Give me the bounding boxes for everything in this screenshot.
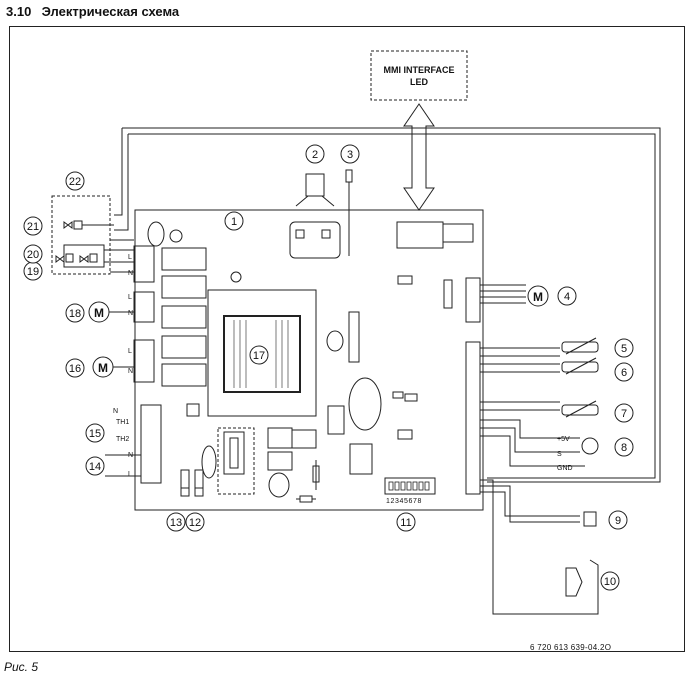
section-heading: 3.10 Электрическая схема [6, 4, 179, 19]
callout-6: 6 [621, 367, 627, 379]
callout-11: 11 [400, 517, 411, 529]
callout-7: 7 [621, 408, 627, 420]
callout-22: 22 [69, 176, 81, 188]
label-L-power: L [128, 471, 132, 478]
terminal-block-mains [140, 404, 162, 484]
label-N-fan: N [128, 368, 133, 375]
transformer-core [223, 315, 301, 393]
connector-valve [133, 245, 155, 283]
label-N-mains: N [113, 408, 118, 415]
cable-left-outer [114, 128, 123, 216]
cable-left-inner [114, 134, 129, 231]
connector-fan [133, 339, 155, 383]
motor-16-label: M [98, 361, 108, 375]
label-N-pump: N [128, 310, 133, 317]
label-TH1: TH1 [116, 419, 129, 426]
label-TH2: TH2 [116, 436, 129, 443]
section-title: Электрическая схема [41, 4, 180, 19]
diagram-frame [9, 26, 685, 652]
component-box [327, 405, 345, 435]
label-L-fan: L [128, 348, 132, 355]
dip-switch [384, 477, 436, 495]
motor-4-label: M [533, 290, 543, 304]
label-L-pump: L [128, 294, 132, 301]
callout-8: 8 [621, 442, 627, 454]
electrolytic-cap [348, 377, 382, 431]
test-point [230, 271, 242, 283]
callout-2: 2 [312, 149, 318, 161]
electrode-3 [345, 169, 353, 183]
capacitor-1 [147, 221, 165, 247]
label-plus5v: +5V [557, 436, 570, 443]
callout-12: 12 [189, 517, 201, 529]
motor-4-wires [480, 284, 526, 304]
callout-9: 9 [615, 515, 621, 527]
label-S: S [557, 451, 562, 458]
capacitor-2 [169, 229, 183, 243]
callout-1: 1 [231, 216, 237, 228]
sensor-2 [305, 173, 325, 197]
callout-10: 10 [604, 576, 616, 588]
callout-20: 20 [27, 249, 39, 261]
motor-4-connector [465, 277, 481, 323]
label-GND: GND [557, 465, 573, 472]
mmi-led-label: LED [410, 77, 429, 87]
bidirectional-arrow [403, 103, 435, 211]
capacitor-3 [326, 330, 344, 352]
valve-wires [104, 224, 134, 273]
figure-caption: Рис. 5 [4, 660, 39, 674]
connector-pump [133, 291, 155, 323]
callout-15: 15 [89, 428, 101, 440]
dip-switch-label: 12345678 [386, 498, 422, 505]
relay-dashed [217, 427, 255, 495]
callout-13: 13 [170, 517, 182, 529]
callout-17: 17 [253, 350, 265, 362]
interface-cable-inner [128, 133, 656, 479]
callout-16: 16 [69, 363, 81, 375]
motor-4 [527, 285, 549, 307]
mmi-interface-label: MMI INTERFACE [384, 65, 455, 75]
sensor-2-socket [289, 221, 341, 259]
valve-21 [63, 220, 110, 230]
label-N-valve: N [128, 270, 133, 277]
relay-bank [161, 247, 207, 387]
motor-18-label: M [94, 306, 104, 320]
label-L-valve: L [128, 254, 132, 261]
callout-4: 4 [564, 291, 570, 303]
power-leads [105, 454, 141, 477]
callout-19: 19 [27, 266, 39, 278]
mmi-connector [396, 221, 444, 249]
interface-cable-outer [122, 127, 661, 483]
transformer-frame [207, 289, 317, 417]
transformer-windings [233, 320, 289, 388]
callout-14: 14 [89, 461, 101, 473]
main-control-board [134, 209, 484, 511]
callout-group: 1 2 3 4 5 6 7 8 9 10 11 12 13 14 15 16 1… [23, 144, 634, 591]
callout-5: 5 [621, 343, 627, 355]
callout-21: 21 [27, 221, 39, 233]
document-id: 6 720 613 639-04.2O [530, 643, 612, 652]
sensor-wiring [480, 337, 599, 615]
callout-18: 18 [69, 308, 81, 320]
gas-valve-box [51, 195, 111, 275]
section-number: 3.10 [6, 4, 32, 19]
mmi-interface-box [370, 50, 468, 101]
callout-3: 3 [347, 149, 353, 161]
right-connector-bar [465, 341, 481, 495]
ic-chip [348, 311, 360, 363]
valve-20 [55, 244, 105, 268]
